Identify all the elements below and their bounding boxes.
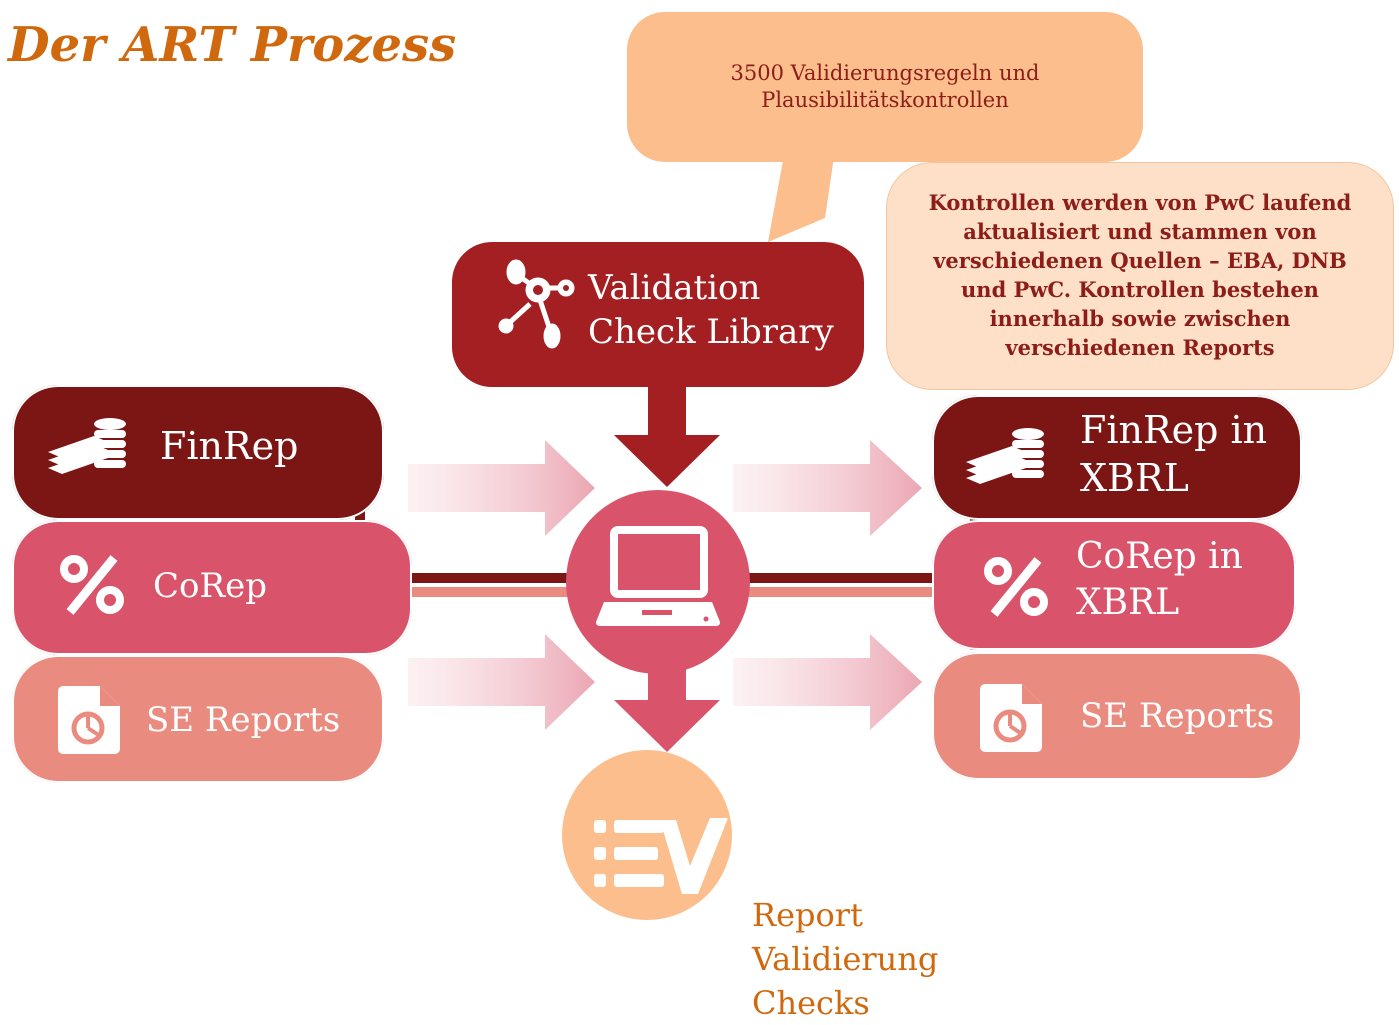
result-label-line-2: Validierung — [752, 940, 939, 978]
library-down-arrow — [614, 385, 720, 487]
validation-rules-callout: 3500 Validierungsregeln und Plausibilitä… — [627, 12, 1143, 162]
input-se-reports-label: SE Reports — [146, 700, 341, 740]
flow-arrow-in-top — [408, 440, 595, 536]
page-title: Der ART Prozess — [8, 17, 457, 73]
input-corep — [12, 520, 412, 655]
flow-arrow-in-bottom — [408, 634, 595, 730]
result-label: Report Validierung Checks — [752, 893, 938, 1025]
percent-icon — [984, 557, 1048, 617]
input-corep-label: CoRep — [153, 566, 267, 606]
checklist-icon — [594, 818, 728, 894]
output-finrep-label-line-2: XBRL — [1080, 456, 1189, 500]
output-se-reports-label: SE Reports — [1080, 696, 1275, 736]
callout-line-1: 3500 Validierungsregeln und — [730, 60, 1040, 85]
flow-arrow-out-bottom — [733, 634, 922, 730]
output-finrep-label-line-1: FinRep in — [1080, 408, 1268, 452]
money-stack-icon — [966, 428, 1044, 484]
output-corep-xbrl — [932, 520, 1296, 650]
pie-document-icon — [980, 684, 1042, 752]
library-label-line-2: Check Library — [588, 312, 834, 352]
flow-arrow-out-top — [733, 440, 922, 536]
library-label: Validation Check Library — [588, 266, 858, 354]
percent-icon — [60, 555, 124, 615]
note-line-1: Kontrollen werden von PwC laufend — [928, 190, 1352, 216]
output-corep-label-line-1: CoRep in — [1076, 536, 1243, 577]
callout-line-2: Plausibilitätskontrollen — [761, 88, 1009, 112]
result-label-line-1: Report — [752, 896, 863, 934]
output-finrep-label: FinRep in XBRL — [1080, 406, 1267, 502]
controls-note: Kontrollen werden von PwC laufend aktual… — [886, 162, 1394, 390]
output-corep-label-line-2: XBRL — [1076, 582, 1180, 623]
processing-circle — [566, 490, 750, 674]
note-line-3: verschiedenen Quellen – EBA, DNB — [933, 248, 1347, 274]
laptop-icon — [596, 526, 720, 626]
output-corep-label: CoRep in XBRL — [1076, 534, 1243, 626]
library-label-line-1: Validation — [588, 268, 761, 308]
money-stack-icon — [48, 418, 126, 474]
note-line-2: aktualisiert und stammen von — [963, 219, 1317, 245]
note-line-4: und PwC. Kontrollen bestehen — [961, 277, 1319, 302]
result-label-line-3: Checks — [752, 984, 870, 1022]
note-line-6: verschiedenen Reports — [1005, 334, 1275, 360]
callout-pointer — [768, 150, 835, 242]
pie-document-icon — [58, 686, 120, 754]
input-finrep-label: FinRep — [160, 424, 299, 468]
note-line-5: innerhalb sowie zwischen — [989, 305, 1291, 331]
molecule-icon — [498, 259, 575, 349]
